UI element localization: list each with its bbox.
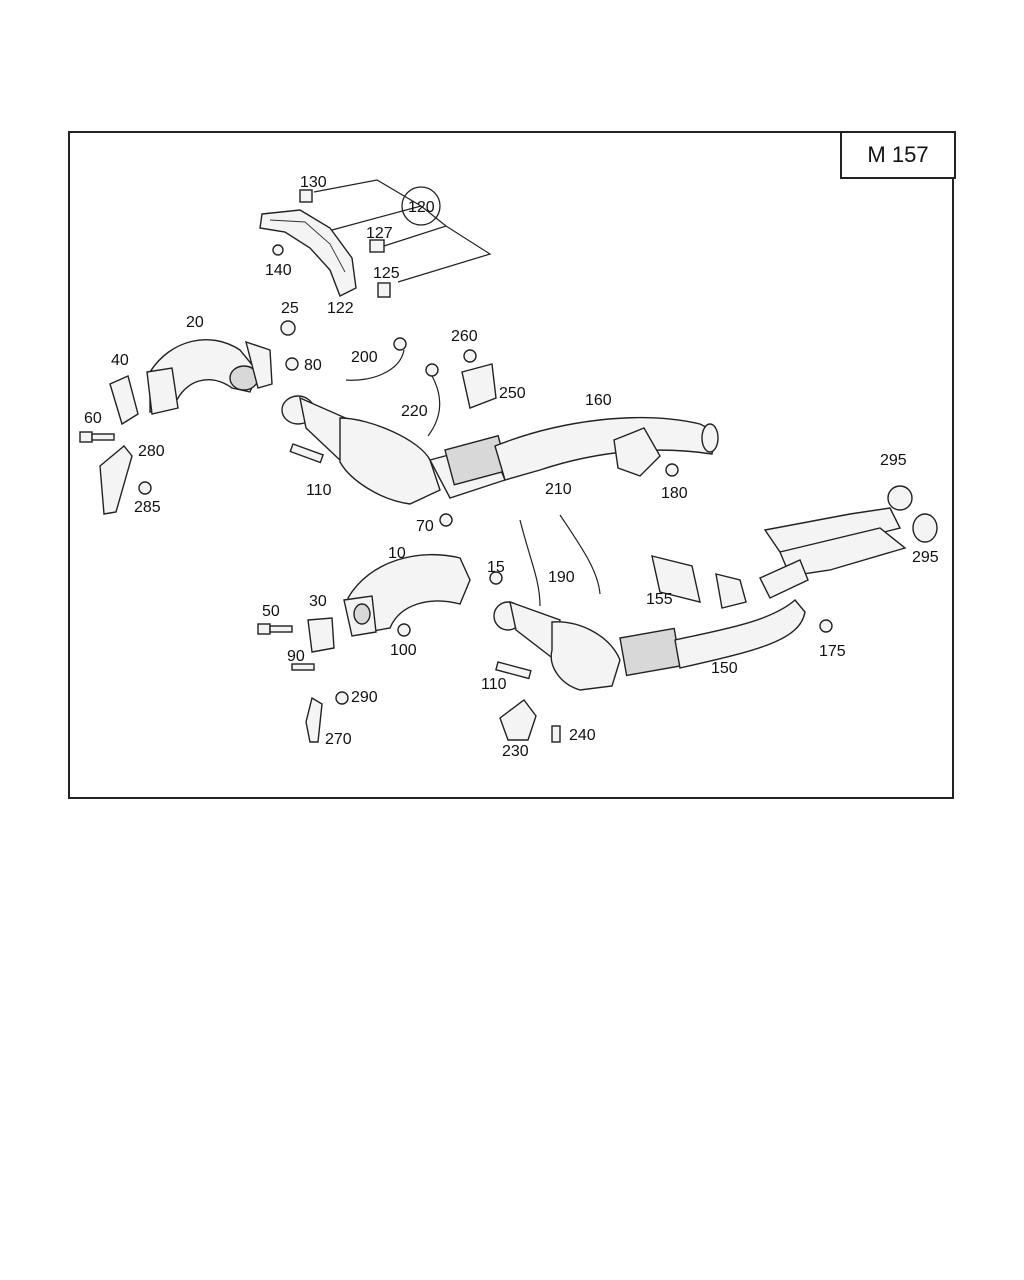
callout-15: 15 [487,559,505,576]
stud-90 [291,663,315,671]
nut-80 [285,357,299,371]
callout-295-top: 295 [880,452,907,469]
nut-290 [335,691,349,705]
stud-110b [495,661,532,680]
callout-200: 200 [351,349,378,366]
callout-270: 270 [325,731,352,748]
callout-70: 70 [416,518,434,535]
callout-40: 40 [111,352,129,369]
bolt-240 [551,725,561,743]
nut-260 [463,349,477,363]
callout-90: 90 [287,648,305,665]
callout-220: 220 [401,403,428,420]
diagram-frame [68,131,954,799]
callout-110-bottom: 110 [481,676,507,693]
oxygen-sensor-190a [519,519,541,607]
callout-180: 180 [661,485,688,502]
callout-20: 20 [186,314,204,331]
oxygen-sensor-200 [345,349,405,381]
callout-290: 290 [351,689,378,706]
bracket-280 [99,445,133,515]
callout-230: 230 [502,743,529,760]
callout-210: 210 [545,481,572,498]
callout-260: 260 [451,328,478,345]
callout-10: 10 [388,545,406,562]
heat-shield-bracket-assembly [259,179,492,298]
bolt-25 [280,320,296,336]
bracket-270 [305,696,323,743]
callout-130: 130 [300,174,327,191]
callout-150: 150 [711,660,738,677]
callout-250: 250 [499,385,526,402]
callout-122: 122 [327,300,354,317]
diagram-title: M 157 [840,131,956,179]
callout-60: 60 [84,410,102,427]
callout-155: 155 [646,591,673,608]
callout-labels: 130 120 127 140 125 122 25 20 260 40 200… [84,174,939,760]
callout-190: 190 [548,569,575,586]
callout-120: 120 [408,199,435,216]
callout-100: 100 [390,642,417,659]
front-pipe-20 [146,338,273,415]
callout-110-top: 110 [306,482,332,499]
callout-295-bottom: 295 [912,549,939,566]
nut-70 [439,513,453,527]
callout-160: 160 [585,392,612,409]
bolt-60 [79,431,115,443]
bracket-230 [499,699,537,741]
tail-pipes [763,485,938,577]
front-pipe-10 [343,553,471,637]
catalytic-converter-upper [281,395,719,505]
callout-125: 125 [373,265,400,282]
callout-240: 240 [569,727,596,744]
oxygen-sensor-220 [427,375,441,437]
bolt-50 [257,623,293,635]
callout-80: 80 [304,357,322,374]
callout-280: 280 [138,443,165,460]
callout-140: 140 [265,262,292,279]
catalytic-converter-lower [493,555,833,691]
callout-127: 127 [366,225,393,242]
gasket-40 [109,375,139,426]
bracket-250 [461,363,497,409]
bolt-285 [138,481,152,495]
nut-100 [397,623,411,637]
callout-30: 30 [309,593,327,610]
callout-175: 175 [819,643,846,660]
callout-50: 50 [262,603,280,620]
gasket-30 [307,617,335,653]
oxygen-sensor-210 [559,514,601,595]
callout-285: 285 [134,499,161,516]
bolt-15 [489,571,503,585]
stud-110a [289,443,324,464]
callout-25: 25 [281,300,299,317]
